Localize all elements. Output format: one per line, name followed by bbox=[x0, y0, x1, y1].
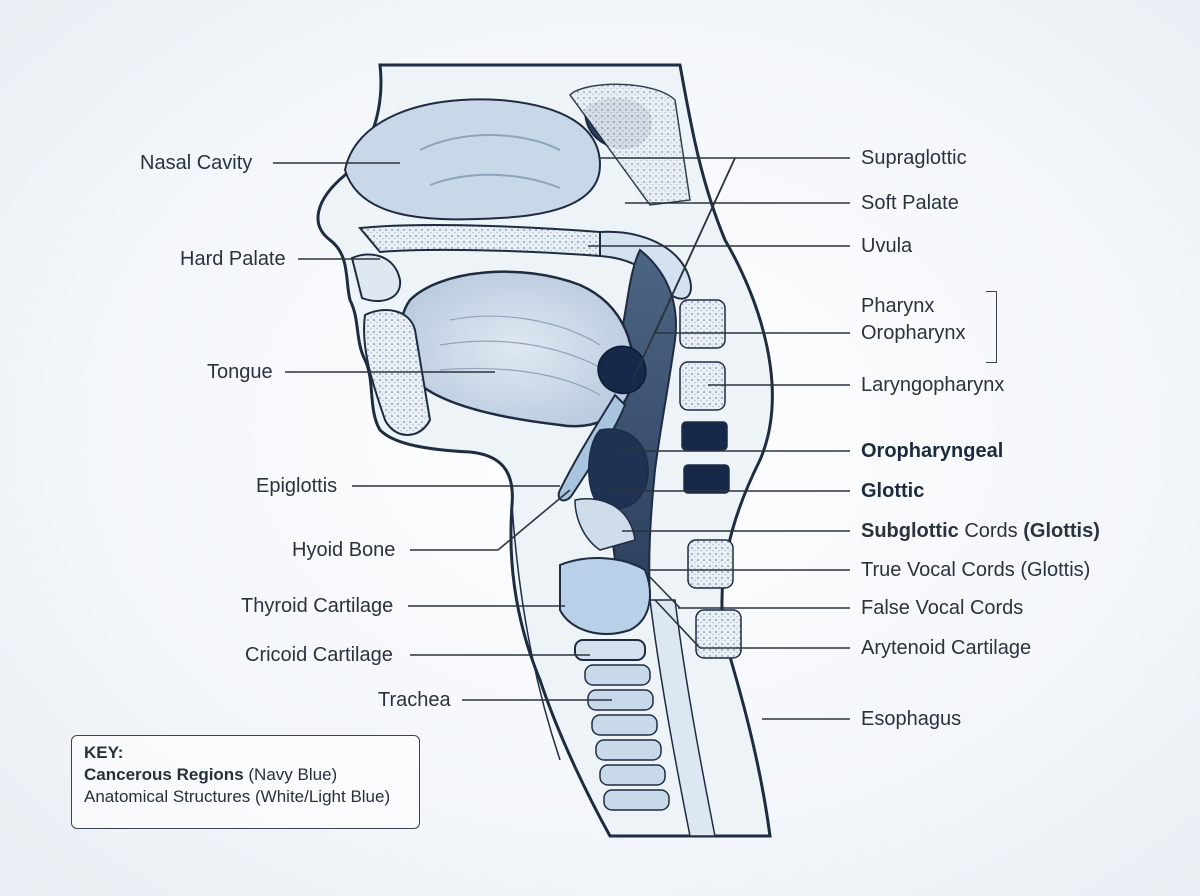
trachea-rings bbox=[584, 664, 670, 811]
tumor-oropharyngeal bbox=[597, 345, 647, 395]
legend-key: KEY: Cancerous Regions (Navy Blue) Anato… bbox=[71, 735, 420, 829]
label-esophagus: Esophagus bbox=[861, 708, 962, 730]
label-soft-palate: Soft Palate bbox=[861, 192, 959, 214]
label-subglottic-cords: Cords bbox=[958, 520, 1024, 542]
label-thyroid-cartilage: Thyroid Cartilage bbox=[241, 595, 394, 617]
key-cancerous-regions: Cancerous Regions (Navy Blue) bbox=[84, 764, 419, 786]
cricoid-cartilage-shape bbox=[574, 639, 646, 661]
key-cancerous-note: (Navy Blue) bbox=[243, 765, 338, 784]
label-epiglottis: Epiglottis bbox=[256, 475, 338, 497]
label-subglottic-bold: Subglottic bbox=[861, 520, 959, 542]
label-oropharyngeal: Oropharyngeal bbox=[861, 440, 1004, 462]
key-title: KEY: bbox=[84, 743, 124, 762]
esophagus-shape bbox=[649, 599, 716, 837]
label-pharynx: Pharynx bbox=[861, 295, 935, 317]
label-subglottic-glottis: (Glottis) bbox=[1023, 520, 1100, 542]
label-supraglottic: Supraglottic bbox=[861, 147, 967, 169]
key-cancerous-bold: Cancerous Regions bbox=[84, 765, 244, 784]
label-laryngopharynx: Laryngopharynx bbox=[861, 374, 1005, 396]
upper-lip bbox=[350, 253, 402, 302]
label-oropharynx: Oropharynx bbox=[861, 322, 966, 344]
pharynx-bracket bbox=[986, 291, 997, 363]
label-hyoid-bone: Hyoid Bone bbox=[292, 539, 396, 561]
label-glottic: Glottic bbox=[861, 480, 925, 502]
key-anatomical-structures: Anatomical Structures (White/Light Blue) bbox=[84, 787, 391, 806]
cervical-spine bbox=[679, 299, 742, 659]
label-true-vocal-cords: True Vocal Cords (Glottis) bbox=[861, 559, 1091, 581]
label-false-vocal-cords: False Vocal Cords bbox=[861, 597, 1024, 619]
label-arytenoid-cartilage: Arytenoid Cartilage bbox=[861, 637, 1032, 659]
label-nasal-cavity: Nasal Cavity bbox=[140, 152, 253, 174]
label-trachea: Trachea bbox=[378, 689, 451, 711]
label-uvula: Uvula bbox=[861, 235, 913, 257]
label-hard-palate: Hard Palate bbox=[180, 248, 286, 270]
nasal-cavity-shape bbox=[343, 98, 602, 221]
glottic-region bbox=[588, 428, 649, 510]
label-tongue: Tongue bbox=[207, 361, 273, 383]
label-cricoid-cartilage: Cricoid Cartilage bbox=[245, 644, 393, 666]
thyroid-cartilage-shape bbox=[559, 557, 651, 635]
leader-lines bbox=[273, 157, 850, 720]
label-subglottic: Subglottic Cords (Glottis) bbox=[861, 519, 1100, 543]
